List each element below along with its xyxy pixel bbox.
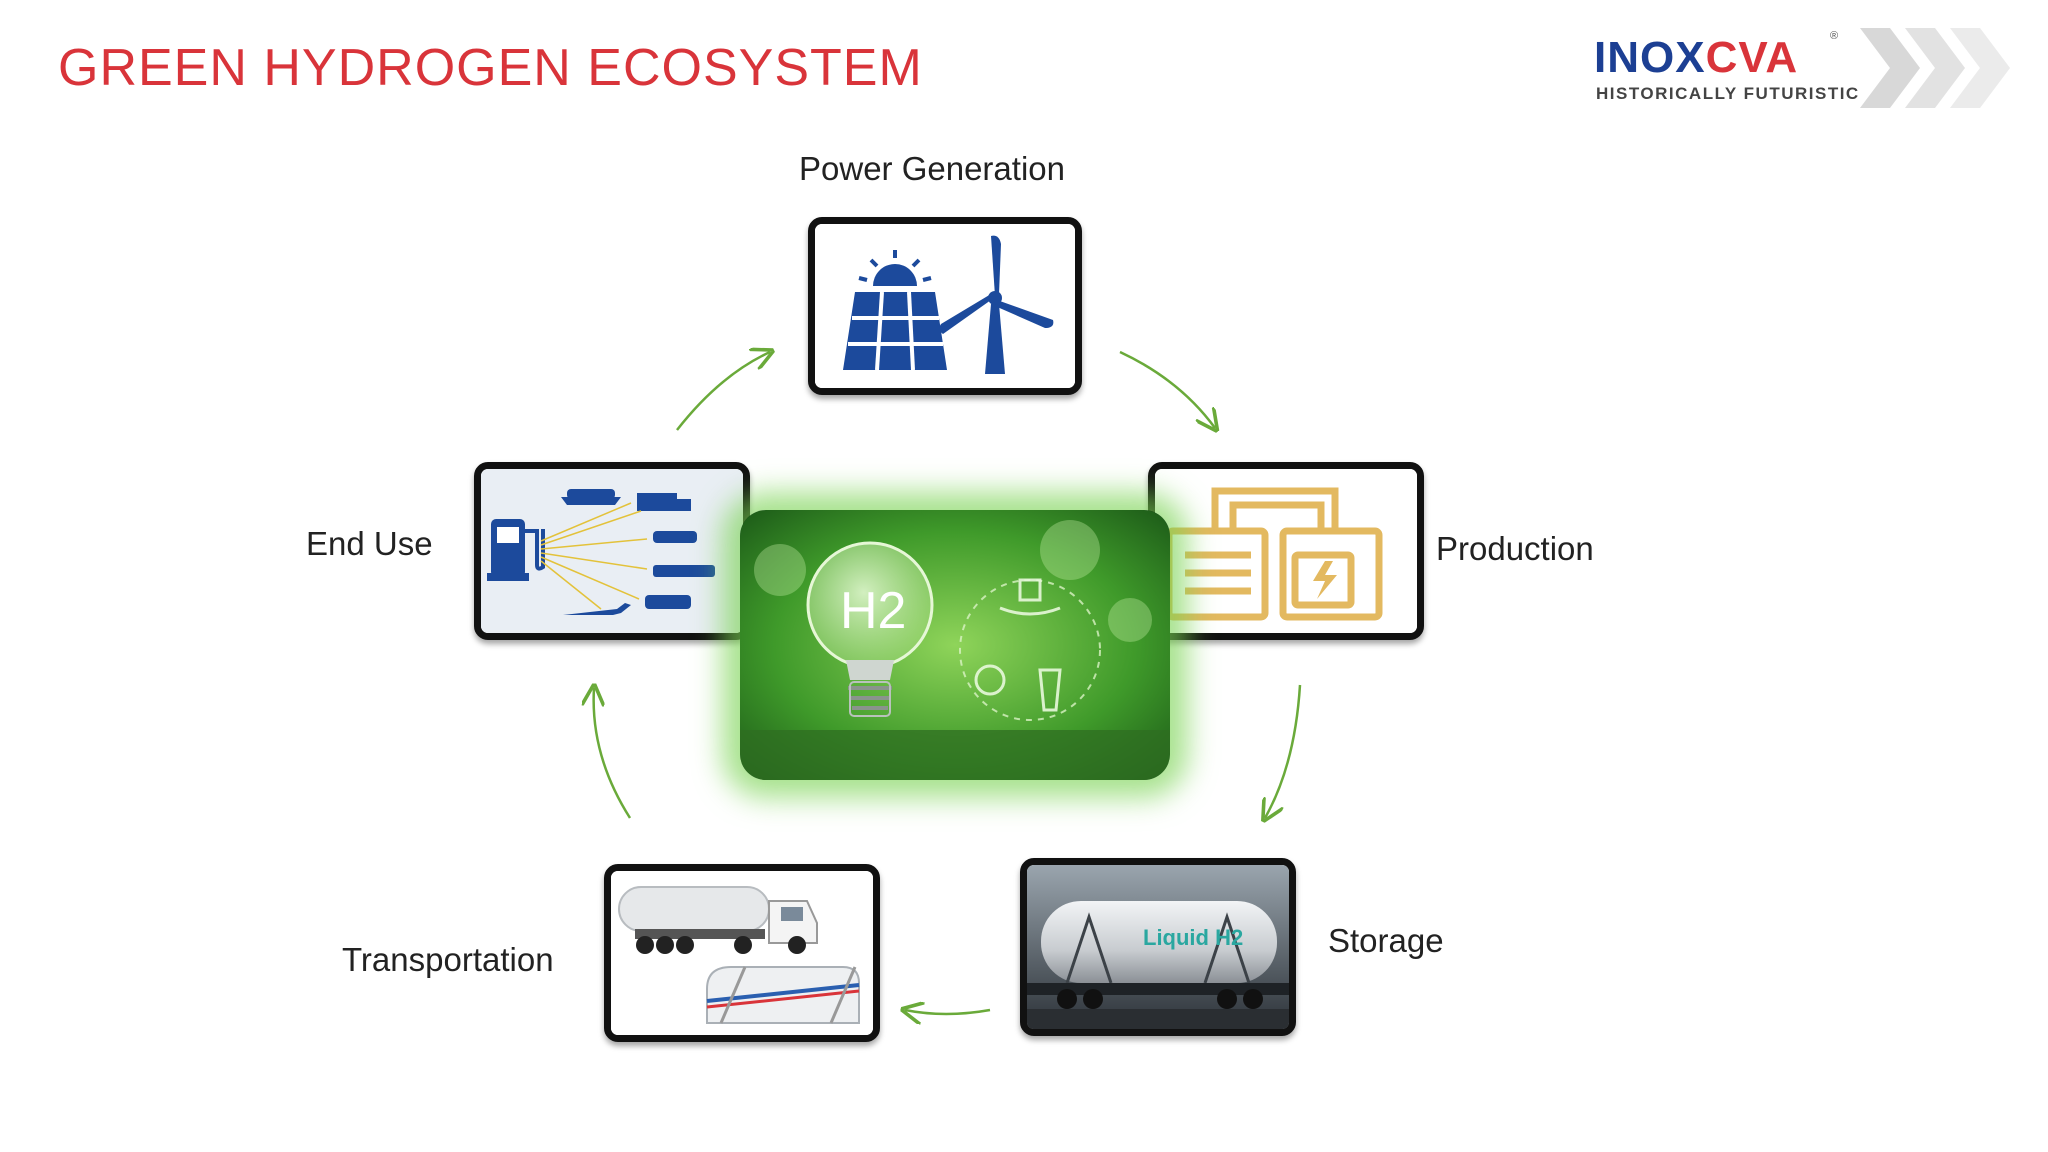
logo-wordmark: INOXCVA — [1594, 33, 1799, 82]
arrow-transport-to-enduse — [594, 688, 632, 819]
company-logo: INOXCVA ® HISTORICALLY FUTURISTIC — [1594, 28, 2034, 108]
arrow-storage-to-transport — [905, 1010, 991, 1014]
arrow-power-to-production — [1119, 350, 1215, 428]
tanker-truck-icon — [611, 871, 873, 1035]
production-card — [1148, 462, 1424, 640]
label-production: Production — [1436, 530, 1594, 567]
center-hydrogen-image: H2 — [740, 510, 1170, 780]
svg-text:H2: H2 — [840, 582, 906, 640]
solar-wind-icon — [815, 224, 1075, 388]
slide-title: GREEN HYDROGEN ECOSYSTEM — [58, 39, 923, 97]
arrow-enduse-to-power — [676, 352, 770, 431]
storage-card: Liquid H2 — [1020, 858, 1296, 1036]
registered-mark: ® — [1830, 30, 1839, 42]
end-use-card — [474, 462, 750, 640]
arrow-production-to-storage — [1265, 684, 1302, 818]
power-generation-card — [808, 217, 1082, 395]
label-end-use: End Use — [306, 525, 433, 562]
h2-fuel-station-icon — [481, 469, 743, 633]
logo-tagline: HISTORICALLY FUTURISTIC — [1596, 84, 1860, 103]
chevrons-icon — [1860, 28, 2010, 108]
electrolyzer-icon — [1155, 469, 1417, 633]
label-transportation: Transportation — [342, 941, 554, 978]
svg-text:Liquid H2: Liquid H2 — [1143, 925, 1243, 950]
hydrogen-bulb-icon: H2 — [740, 510, 1170, 780]
transportation-card — [604, 864, 880, 1042]
label-power-generation: Power Generation — [799, 150, 1065, 187]
label-storage: Storage — [1328, 922, 1444, 959]
liquid-h2-tank-icon: Liquid H2 — [1027, 865, 1289, 1029]
